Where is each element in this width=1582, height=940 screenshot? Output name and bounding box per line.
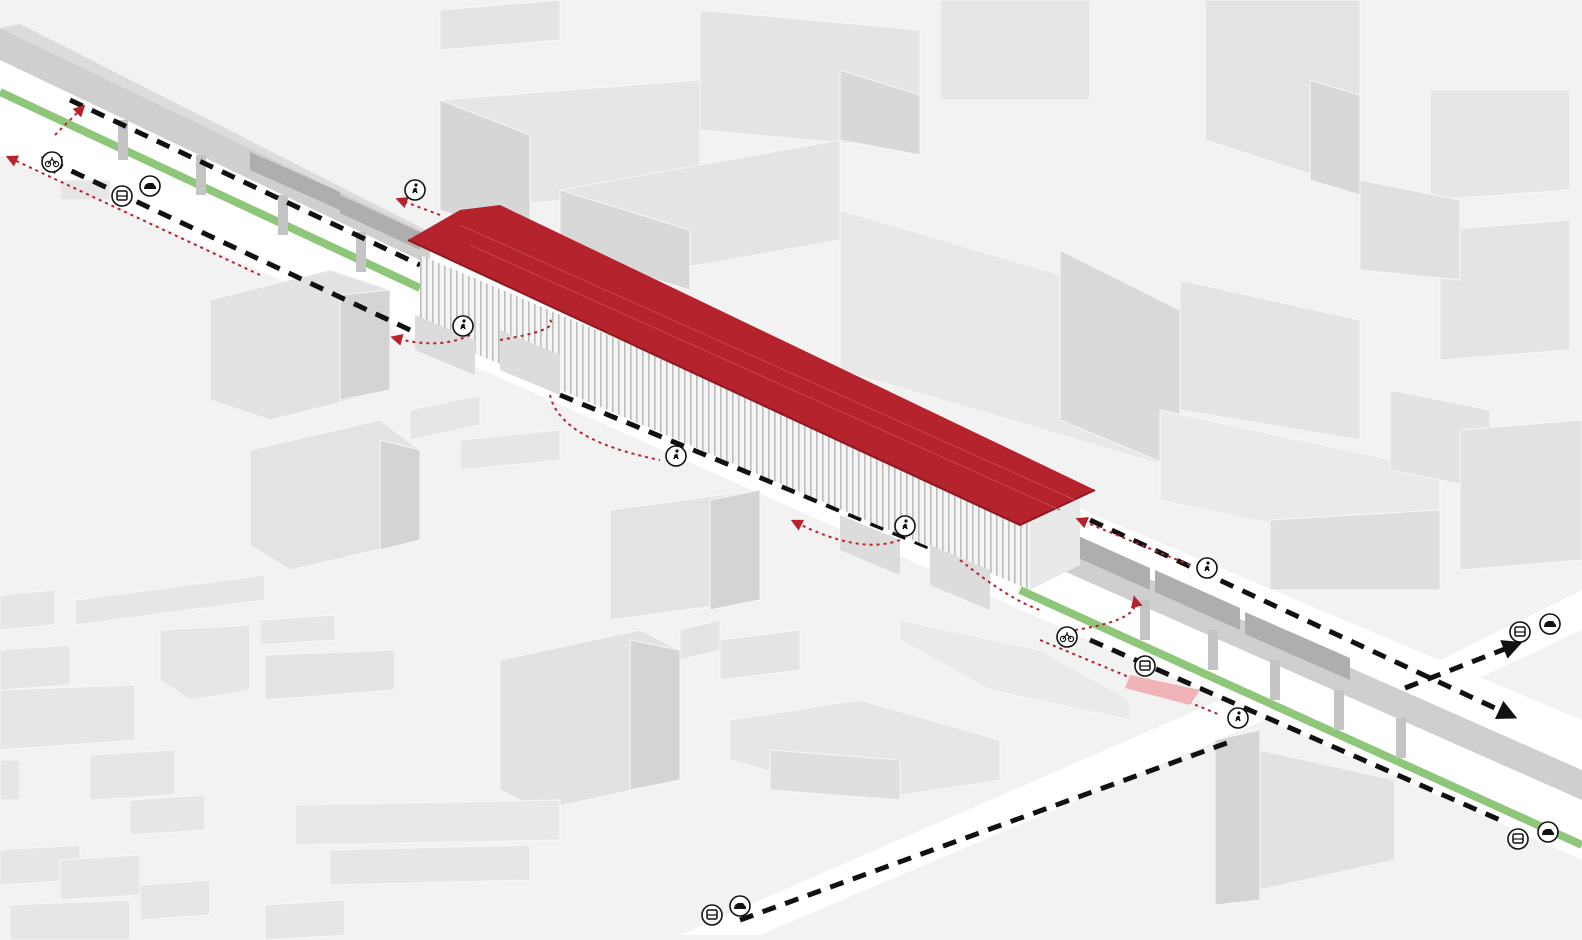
route-cross-lower	[739, 737, 1236, 923]
train-east	[1065, 530, 1350, 680]
viaduct	[0, 24, 1582, 800]
train-west	[250, 152, 420, 250]
bus-icon	[701, 904, 723, 926]
route-along-station	[559, 392, 961, 563]
green-lane	[0, 88, 1582, 849]
pedestrian-icon	[1196, 557, 1218, 579]
route-east-lower	[1088, 637, 1502, 823]
car-icon	[1537, 821, 1559, 843]
car-icon	[1539, 613, 1561, 635]
car-icon	[729, 895, 751, 917]
station-facade-end	[1030, 495, 1080, 590]
buildings-south	[0, 269, 1396, 940]
station-roof	[408, 205, 1095, 525]
route-east-upper	[1088, 517, 1518, 720]
bus-icon	[1134, 655, 1156, 677]
cyclist-icon	[1056, 626, 1078, 648]
route-cross-right	[1404, 640, 1523, 691]
station-facade	[420, 255, 1030, 590]
car-icon	[139, 175, 161, 197]
pedestrian-icon	[665, 445, 687, 467]
bus-icon	[1507, 828, 1529, 850]
cross-road-lower	[680, 700, 1265, 935]
route-west-upper	[68, 97, 422, 268]
pedestrian-icon	[894, 515, 916, 537]
bus-icon	[1509, 621, 1531, 643]
cyclist-icon	[41, 151, 63, 173]
bus-icon	[111, 185, 133, 207]
vehicle-routes	[40, 97, 1523, 923]
station-roof-edge	[407, 239, 1096, 527]
station-building	[407, 205, 1096, 610]
buildings-north	[59, 0, 1582, 591]
pedestrian-icon	[1227, 707, 1249, 729]
crosswalk-highlight	[1125, 675, 1200, 705]
pedestrian-icon	[452, 315, 474, 337]
pedestrian-icon	[404, 179, 426, 201]
route-west-lower	[40, 156, 412, 333]
